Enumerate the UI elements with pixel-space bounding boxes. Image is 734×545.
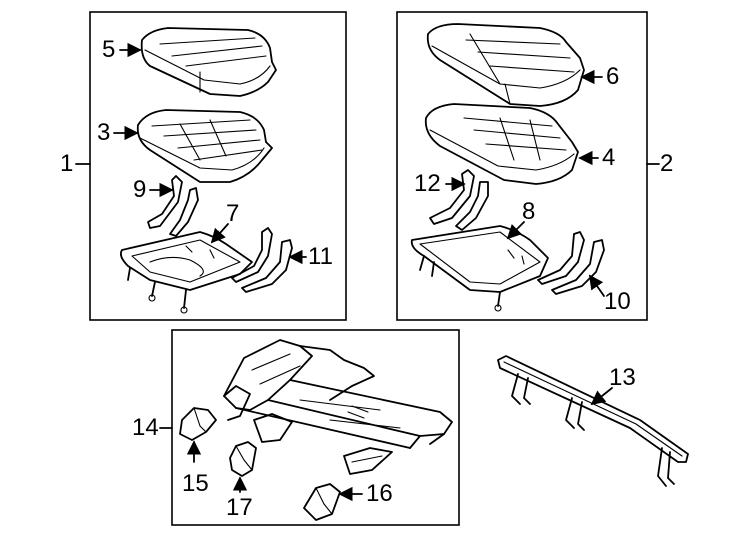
group-box-right-seat	[396, 11, 648, 321]
part-12-bracket-drawing	[429, 169, 489, 231]
part-14-frame-assembly-drawing	[223, 339, 453, 475]
part-17-trim-cover-drawing	[229, 441, 257, 477]
callout-10-label: 10	[604, 288, 631, 315]
callout-5-label: 5	[102, 36, 116, 63]
part-8-seat-frame-drawing	[410, 225, 549, 312]
callout-17-label: 17	[226, 494, 253, 521]
callout-9-label: 9	[133, 176, 147, 203]
callout-7-arrow	[210, 223, 229, 244]
callout-4-label: 4	[602, 144, 616, 171]
part-4-seat-cushion-drawing	[424, 103, 579, 185]
callout-6-label: 6	[606, 63, 620, 90]
callout-3-label: 3	[97, 119, 111, 146]
part-10-side-rail-drawing	[537, 231, 605, 295]
callout-10-arrow	[588, 274, 605, 297]
callout-13-label: 13	[609, 364, 636, 391]
part-7-seat-frame-drawing	[119, 231, 253, 314]
part-9-bracket-drawing	[147, 175, 199, 237]
part-16-trim-cover-drawing	[303, 483, 341, 521]
callout-15-label: 15	[182, 470, 209, 497]
part-3-seat-cushion-drawing	[136, 109, 273, 183]
callout-1-label: 1	[60, 150, 74, 177]
callout-12-label: 12	[414, 170, 441, 197]
callout-13-arrow	[590, 387, 613, 406]
part-11-side-rail-drawing	[231, 227, 293, 293]
callout-16-label: 16	[366, 480, 393, 507]
part-6-seat-cushion-drawing	[426, 23, 585, 107]
callout-11-label: 11	[308, 243, 333, 270]
part-15-trim-cover-drawing	[179, 407, 217, 441]
callout-8-arrow	[506, 221, 525, 240]
callout-2-label: 2	[660, 150, 674, 177]
group-box-left-seat	[89, 11, 347, 321]
callout-8-label: 8	[522, 198, 536, 225]
part-13-harness-bracket-drawing	[497, 355, 689, 487]
callout-7-label: 7	[226, 200, 240, 227]
callout-14-label: 14	[132, 414, 159, 441]
part-5-seat-cushion-drawing	[140, 27, 277, 97]
